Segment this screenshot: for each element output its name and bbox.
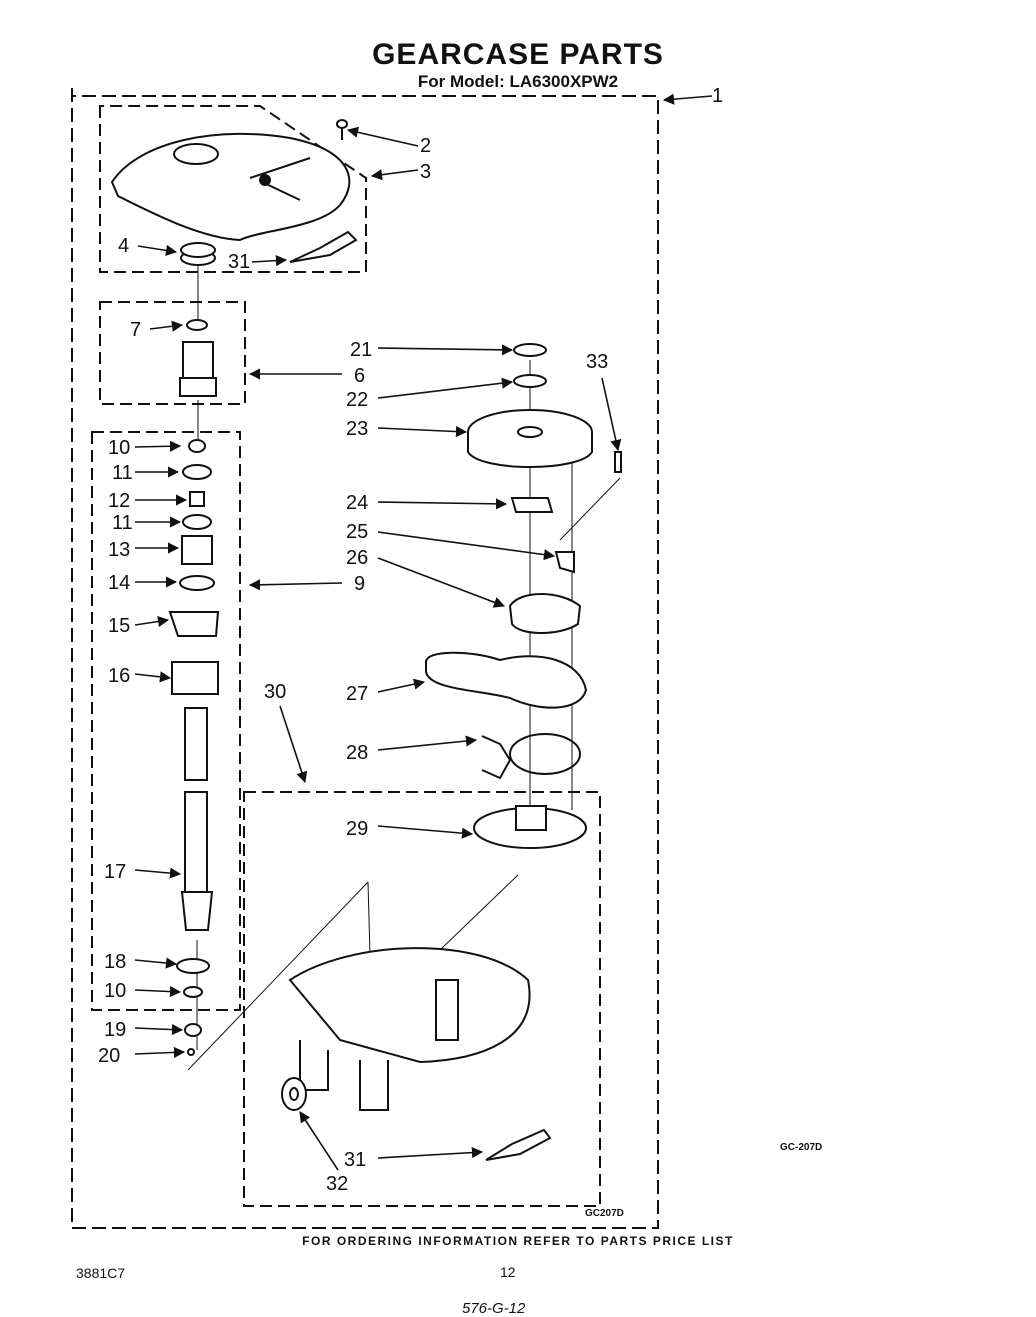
callout-26: 26 [346, 547, 368, 569]
page-number: 12 [500, 1264, 516, 1280]
grease-tube-top [289, 230, 358, 263]
handwritten-note: 576-G-12 [462, 1300, 526, 1317]
callout-10-b: 10 [104, 980, 126, 1002]
cover-box [99, 105, 367, 273]
callout-31-top: 31 [228, 251, 250, 273]
pinion-part [179, 319, 217, 397]
model-subtitle: For Model: LA6300XPW2 [417, 72, 619, 91]
callout-25: 25 [346, 521, 368, 543]
callout-18: 18 [104, 951, 126, 973]
shaft-box [91, 431, 241, 1011]
page-title: GEARCASE PARTS [372, 38, 664, 71]
shaft-stack [168, 439, 220, 1056]
screw-part [336, 119, 348, 140]
diagram-code-inner: GC207D [585, 1208, 624, 1219]
callout-15: 15 [108, 615, 130, 637]
leader-arrows [134, 93, 713, 1171]
callout-32: 32 [326, 1173, 348, 1195]
callout-24: 24 [346, 492, 368, 514]
callout-9: 9 [354, 573, 365, 595]
callout-23: 23 [346, 418, 368, 440]
callout-11-b: 11 [112, 512, 133, 534]
diagram-code-right: GC-207D [780, 1142, 823, 1153]
document-code: 3881C7 [76, 1265, 126, 1281]
callout-29: 29 [346, 818, 368, 840]
callout-10-a: 10 [108, 437, 130, 459]
pinion-box [99, 301, 246, 405]
callout-13: 13 [108, 539, 130, 561]
wheel-part [281, 1077, 307, 1111]
callout-11-a: 11 [112, 462, 133, 484]
callout-22: 22 [346, 389, 368, 411]
gearcase-cover [110, 132, 351, 242]
seal-part [180, 242, 216, 266]
pin-part [614, 451, 622, 473]
callout-14: 14 [108, 572, 130, 594]
callout-27: 27 [346, 683, 368, 705]
callout-30: 30 [264, 681, 286, 703]
gear-stack [425, 343, 593, 849]
callout-19: 19 [104, 1019, 126, 1041]
ordering-note: FOR ORDERING INFORMATION REFER TO PARTS … [302, 1234, 734, 1248]
callout-7: 7 [130, 319, 141, 341]
callout-20: 20 [98, 1045, 120, 1067]
callout-2: 2 [420, 135, 431, 157]
outer-assembly-box [71, 88, 659, 1229]
callout-31-bottom: 31 [344, 1149, 366, 1171]
callout-28: 28 [346, 742, 368, 764]
callout-12: 12 [108, 490, 130, 512]
callout-4: 4 [118, 235, 129, 257]
callout-21: 21 [350, 339, 372, 361]
callout-33: 33 [586, 351, 608, 373]
callout-1: 1 [712, 85, 723, 107]
gearcase-box [243, 791, 601, 1207]
callout-labels: 1 2 3 4 31 7 6 10 11 12 11 13 14 9 15 16… [98, 85, 723, 1195]
callout-6: 6 [354, 365, 365, 387]
callout-16: 16 [108, 665, 130, 687]
gearcase-housing [288, 947, 531, 1111]
callout-17: 17 [104, 861, 126, 883]
callout-3: 3 [420, 161, 431, 183]
grease-tube-bottom [485, 1128, 552, 1161]
